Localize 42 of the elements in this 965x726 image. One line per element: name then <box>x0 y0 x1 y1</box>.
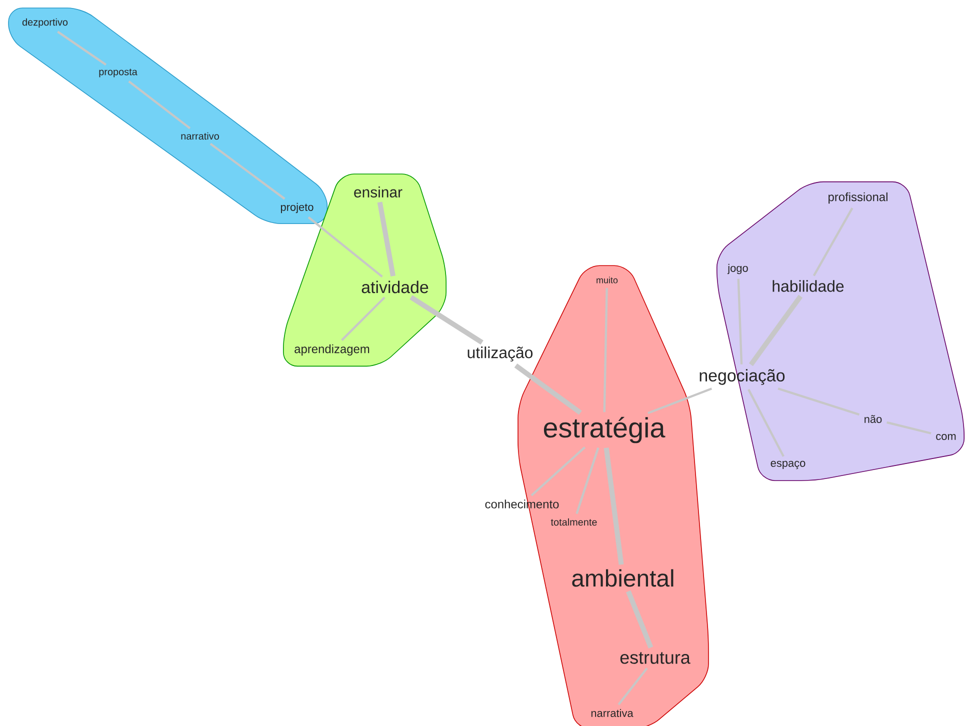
word-label: não <box>864 415 882 423</box>
link-line <box>530 446 586 496</box>
link-line <box>410 295 484 345</box>
link-line <box>886 421 932 434</box>
word-label: utilização <box>468 346 533 362</box>
word-label: espaço <box>770 460 806 470</box>
link-line <box>128 80 191 130</box>
word-label: ambiental <box>572 569 674 587</box>
word-label: aprendizagem <box>294 344 370 356</box>
word-label: totalmente <box>550 518 597 526</box>
link-line <box>604 448 624 565</box>
link-line <box>576 447 600 514</box>
word-label: proposta <box>99 68 138 78</box>
link-line <box>377 202 396 277</box>
word-label: estrutura <box>620 652 690 664</box>
link-line <box>748 294 803 366</box>
word-label: profissional <box>828 192 888 204</box>
cluster-blob <box>8 8 328 224</box>
cluster-blob <box>283 174 446 367</box>
link-line <box>737 278 743 364</box>
link-line <box>603 288 608 412</box>
link-line <box>210 142 286 200</box>
word-label: atividade <box>362 280 428 294</box>
word-label: muito <box>596 276 618 284</box>
word-label: dezportivo <box>22 18 68 28</box>
word-label: com <box>936 434 956 440</box>
word-label: habilidade <box>772 280 844 292</box>
word-label: jogo <box>727 264 748 274</box>
word-label: narrativo <box>181 132 219 140</box>
word-label: ensinar <box>354 186 402 198</box>
link-line <box>778 388 860 416</box>
link-line <box>626 590 654 648</box>
word-label: estratégia <box>544 416 666 444</box>
word-label: projeto <box>280 202 314 214</box>
link-line <box>308 216 383 278</box>
word-label: narrativa <box>591 708 634 718</box>
link-line <box>812 208 854 276</box>
link-line <box>341 296 386 341</box>
link-line <box>57 30 107 66</box>
link-line <box>648 388 712 414</box>
link-line <box>748 388 784 457</box>
link-line <box>618 668 648 706</box>
